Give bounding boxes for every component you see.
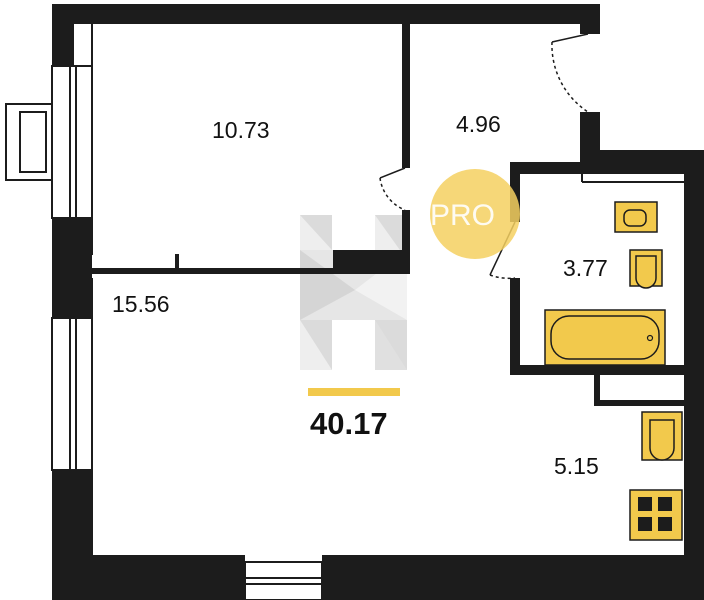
walls [52,4,704,600]
total-area: 40.17 [310,406,388,441]
room-area-kitchen: 5.15 [554,453,599,479]
bath-wall-left-bottom [510,278,520,375]
window-left-lower [51,317,93,471]
wall-right-upper [580,4,600,34]
door-bedroom [379,167,406,211]
bath-wall-left-top [510,162,520,222]
wall-right-hall [580,112,600,162]
door-entry [551,33,589,113]
wall-block [333,250,410,274]
room-area-living: 15.56 [112,291,170,317]
wall-left-upper [52,4,74,66]
wall-bottom-left [52,555,245,600]
toilet-icon [614,201,658,233]
room-area-bedroom: 10.73 [212,117,270,143]
windows [5,65,323,600]
wall-partition-horizontal [92,268,410,274]
wall-partition-vertical [402,22,410,168]
wall-partition-vertical-lower [402,210,410,274]
watermark-logo [300,215,407,370]
washbasin-icon [629,249,663,289]
niche-wall [594,375,600,405]
kitchen-fixtures [629,411,683,541]
bathroom-fixtures [544,201,666,366]
total-area-underline [308,388,400,396]
wall-bottom-right [322,555,704,600]
sink-icon [641,411,683,461]
bath-wall-top [510,162,684,174]
window-left-upper [51,65,93,219]
window-bottom [244,561,323,600]
niche-wall-bottom [594,400,684,406]
room-area-bathroom: 3.77 [563,255,608,281]
wall-left-middle [52,218,92,318]
stove-icon [629,489,683,541]
wall-right [684,150,704,600]
bathtub-icon [544,309,666,366]
wall-stub [175,254,179,274]
room-area-hall: 4.96 [456,111,501,137]
bath-wall-bottom [510,365,684,375]
pro-badge: PRO [430,169,520,259]
wall-top [52,4,600,24]
pro-badge-text: PRO [430,199,495,232]
